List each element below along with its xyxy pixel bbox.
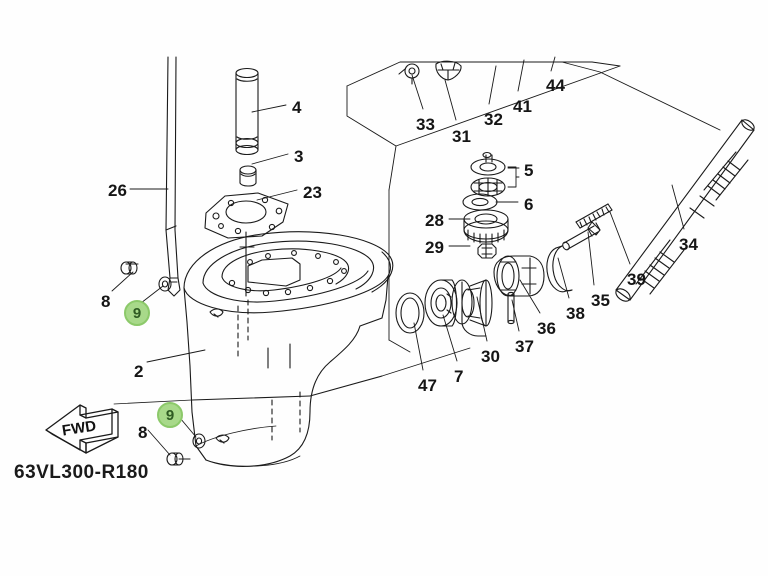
callout-number-44[interactable]: 44 [546, 76, 565, 95]
leader-line [413, 322, 424, 371]
leader-line [517, 59, 525, 92]
part-35-bolt [562, 221, 601, 251]
leader-line [476, 296, 488, 342]
part-36-bearing-housing [493, 255, 545, 297]
callout-number-3[interactable]: 3 [294, 147, 304, 166]
fwd-arrow-icon [45, 404, 119, 454]
leader-line [411, 74, 424, 110]
callout-number-30[interactable]: 30 [481, 347, 500, 366]
highlighted-callout-9[interactable]: 9 [124, 300, 150, 326]
leader-line [511, 299, 520, 332]
part-26-shift-rod [165, 56, 181, 297]
callout-number-2[interactable]: 2 [134, 362, 144, 381]
leader-line [488, 65, 497, 105]
callout-leader-lines [111, 56, 685, 456]
callout-number-35[interactable]: 35 [591, 291, 610, 310]
part-29-nut [477, 243, 497, 259]
part-6-shim [462, 193, 498, 211]
highlighted-callout-9[interactable]: 9 [157, 402, 183, 428]
callout-number-37[interactable]: 37 [515, 337, 534, 356]
leader-line [140, 285, 164, 304]
part-28-pinion-gear [463, 209, 509, 244]
leader-line [251, 153, 289, 165]
leader-line [146, 349, 206, 363]
callout-number-29[interactable]: 29 [425, 238, 444, 257]
callout-number-38[interactable]: 38 [566, 304, 585, 323]
leader-line [251, 104, 287, 113]
callout-number-26[interactable]: 26 [108, 181, 127, 200]
part-9-washer-upper [158, 276, 172, 292]
part-9-washer-lower [192, 433, 206, 449]
callout-number-41[interactable]: 41 [513, 97, 532, 116]
part-23-gasket-plate [204, 192, 289, 239]
part-37-pin [507, 291, 515, 325]
callout-number-8[interactable]: 8 [138, 423, 148, 442]
callout-number-31[interactable]: 31 [452, 127, 471, 146]
callout-number-28[interactable]: 28 [425, 211, 444, 230]
leader-line [671, 184, 685, 230]
leader-line [111, 271, 134, 292]
leader-line [609, 211, 631, 265]
leader-line [147, 429, 171, 456]
callout-number-34[interactable]: 34 [679, 235, 698, 254]
part-7-ball-bearing [424, 279, 458, 327]
part-39-spring [575, 203, 613, 229]
callout-number-23[interactable]: 23 [303, 183, 322, 202]
callout-number-33[interactable]: 33 [416, 115, 435, 134]
callout-number-36[interactable]: 36 [537, 319, 556, 338]
part-31-clip [435, 60, 462, 81]
part-34-drive-shaft [615, 119, 755, 302]
part-5-bearing-set [470, 151, 520, 197]
callout-number-8[interactable]: 8 [101, 292, 111, 311]
diagram-part-number: 63VL300-R180 [14, 462, 149, 483]
leader-line [442, 314, 458, 362]
leader-line [557, 257, 570, 299]
callout-number-4[interactable]: 4 [292, 98, 302, 117]
leader-line [587, 231, 595, 286]
leader-line [444, 79, 457, 121]
part-30-bearing-carrier [451, 279, 493, 337]
part-8-bolt-lower [166, 452, 191, 466]
part-8-bolt-upper [120, 261, 139, 275]
reference-boundary [346, 61, 721, 353]
leader-line [550, 56, 556, 72]
leader-line [256, 189, 298, 201]
callout-number-32[interactable]: 32 [484, 110, 503, 129]
part-4-water-tube [235, 67, 259, 156]
part-3-grommet [239, 165, 257, 187]
part-38-retaining-ring [546, 245, 573, 293]
callout-number-7[interactable]: 7 [454, 367, 464, 386]
part-33-clip [398, 63, 420, 85]
callout-number-47[interactable]: 47 [418, 376, 437, 395]
callout-number-39[interactable]: 39 [627, 270, 646, 289]
part-47-o-ring [395, 292, 425, 334]
callout-number-5[interactable]: 5 [524, 161, 534, 180]
callout-number-6[interactable]: 6 [524, 195, 534, 214]
part-2-gear-housing [113, 231, 471, 467]
leader-line [519, 279, 541, 314]
